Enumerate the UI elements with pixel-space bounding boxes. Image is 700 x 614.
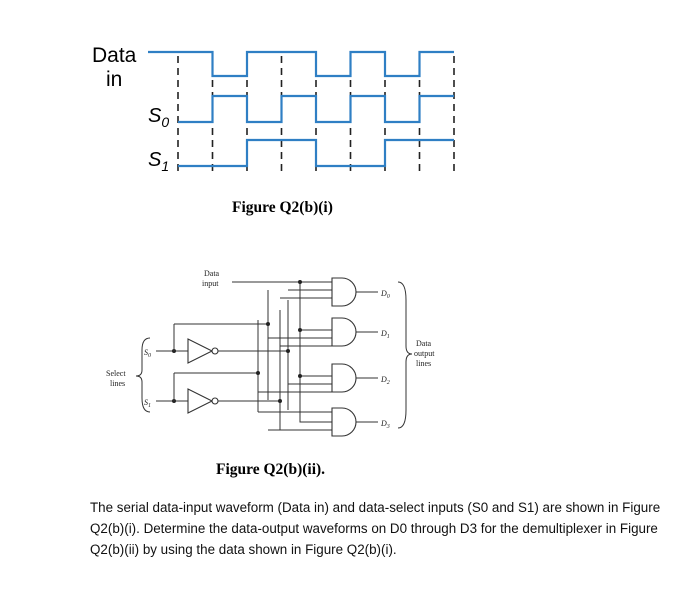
junction-dot: [256, 371, 260, 375]
data-input-label-line1: Data: [204, 269, 220, 278]
s1-label: S1: [148, 149, 169, 174]
s1-input-label: S1: [144, 398, 151, 409]
output-label-d0: D0: [380, 289, 390, 300]
question-text: The serial data-input waveform (Data in)…: [90, 500, 661, 557]
s0-inverter: [187, 338, 214, 364]
junction-dot: [298, 374, 302, 378]
output-label-d3: D3: [380, 419, 390, 430]
junction-dot: [278, 399, 282, 403]
junction-dot: [298, 280, 302, 284]
gate-input-wires: [258, 289, 332, 431]
data-input-label-line2: input: [202, 279, 219, 288]
s0-input-label: S0: [144, 348, 151, 359]
demux-circuit: Data input: [106, 269, 435, 478]
s0-inverter-bubble: [211, 347, 219, 355]
data-in-waveform: [148, 50, 454, 78]
data-in-label-line2: in: [106, 68, 122, 91]
junction-dot: [298, 328, 302, 332]
s1-waveform: [178, 138, 454, 168]
select-lines-label-line2: lines: [110, 379, 125, 388]
data-output-label-line3: lines: [416, 359, 431, 368]
data-in-label-line1: Data: [92, 44, 137, 67]
and-gate-d0: [331, 277, 357, 307]
s0-waveform: [178, 94, 454, 124]
select-brace: [135, 337, 151, 413]
and-gate-d3: [331, 407, 357, 437]
output-brace: [397, 281, 413, 429]
select-lines-label-line1: Select: [106, 369, 126, 378]
figure-caption-timing: Figure Q2(b)(i): [232, 199, 333, 216]
output-label-d1: D1: [380, 329, 390, 340]
data-bus-wire: [299, 282, 332, 423]
s0-label: S0: [148, 105, 169, 130]
timing-diagram: Data in S0 S1 Figure Q2(b)(i): [92, 44, 455, 216]
figure-caption-circuit: Figure Q2(b)(ii).: [216, 461, 325, 478]
and-gate-d1: [331, 317, 357, 347]
s1-inverter-bubble: [211, 397, 219, 405]
data-output-label-line2: output: [414, 349, 435, 358]
data-output-label-line1: Data: [416, 339, 432, 348]
output-label-d2: D2: [380, 375, 390, 386]
and-gate-d2: [331, 363, 357, 393]
s1-inverter: [187, 388, 214, 414]
junction-dot: [266, 322, 270, 326]
junction-dot: [286, 349, 290, 353]
